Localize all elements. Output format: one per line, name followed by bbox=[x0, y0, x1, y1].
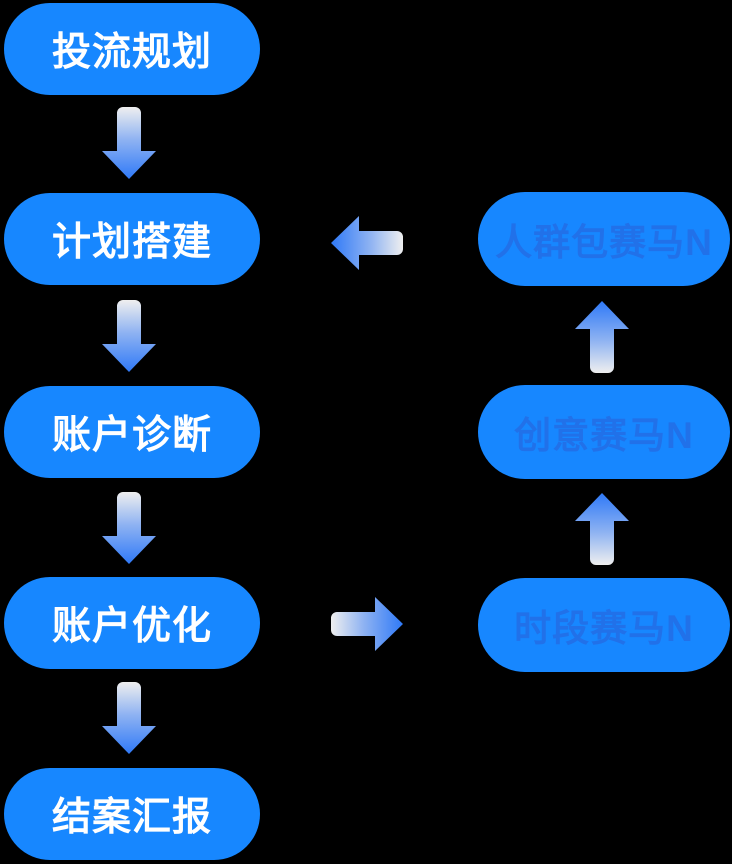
arrow-up-icon-2 bbox=[575, 493, 629, 565]
node-label: 投流规划 bbox=[51, 31, 212, 74]
arrow-right-icon bbox=[331, 597, 403, 651]
arrow-left-icon bbox=[331, 216, 403, 270]
node-label: 账户优化 bbox=[51, 605, 212, 648]
node-label: 人群包赛马N bbox=[495, 222, 713, 263]
arrow-down-icon-2 bbox=[102, 300, 156, 372]
node-label: 创意赛马N bbox=[514, 415, 694, 456]
node-label: 账户诊断 bbox=[51, 414, 212, 457]
node-account-diagnosis: 账户诊断 bbox=[4, 386, 260, 478]
node-account-optimization: 账户优化 bbox=[4, 577, 260, 669]
node-creative-racing: 创意赛马N bbox=[478, 385, 730, 479]
node-label: 时段赛马N bbox=[514, 608, 694, 649]
node-traffic-planning: 投流规划 bbox=[4, 3, 260, 95]
node-plan-setup: 计划搭建 bbox=[4, 193, 260, 285]
arrow-down-icon-3 bbox=[102, 492, 156, 564]
node-label: 计划搭建 bbox=[51, 221, 212, 264]
arrow-down-icon-1 bbox=[102, 107, 156, 179]
node-audience-racing: 人群包赛马N bbox=[478, 192, 730, 286]
node-timeslot-racing: 时段赛马N bbox=[478, 578, 730, 672]
arrow-up-icon-1 bbox=[575, 301, 629, 373]
arrow-down-icon-4 bbox=[102, 682, 156, 754]
node-label: 结案汇报 bbox=[51, 796, 212, 839]
node-final-report: 结案汇报 bbox=[4, 768, 260, 860]
